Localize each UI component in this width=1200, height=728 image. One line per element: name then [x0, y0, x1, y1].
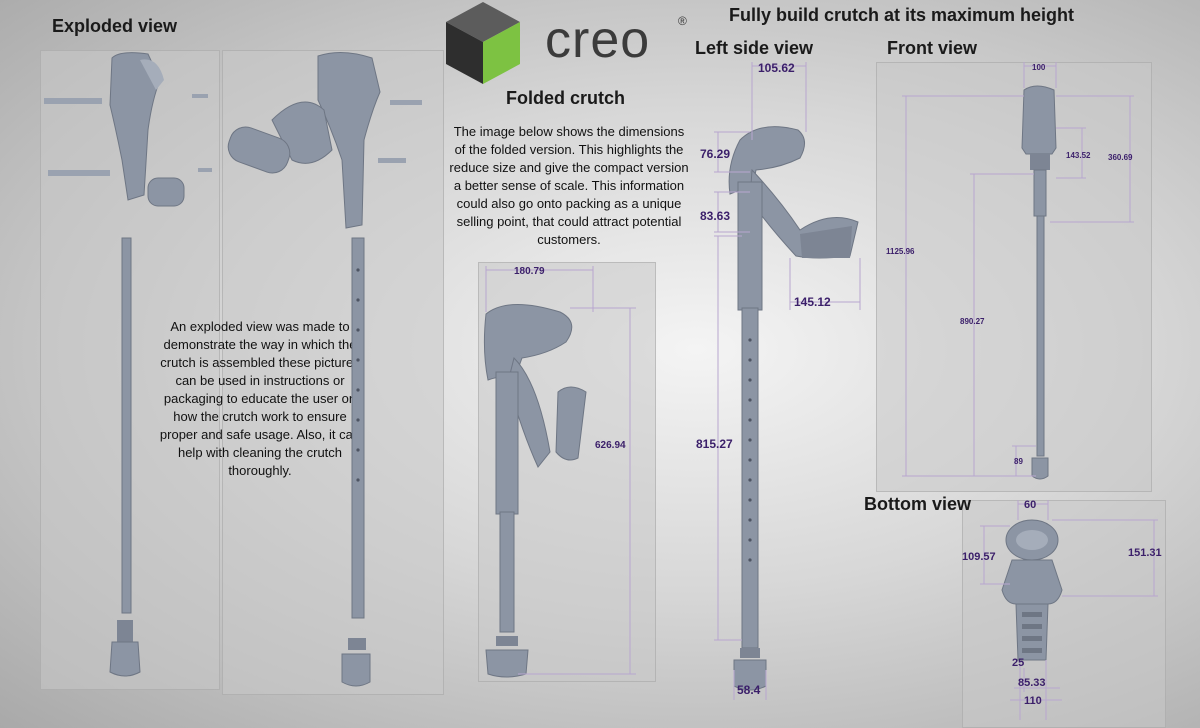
left-side-view-heading: Left side view — [695, 38, 814, 58]
creo-cube-logo — [446, 2, 520, 84]
folded-crutch-drawing — [483, 303, 587, 678]
exploded-crutch-left — [44, 52, 212, 677]
left-height-label: 815.27 — [696, 437, 733, 451]
creo-registered-mark: ® — [678, 14, 687, 28]
left-top-width-label: 105.62 — [758, 61, 795, 75]
front-cuff-label: 143.52 — [1066, 151, 1091, 160]
creo-logo-text: creo — [545, 11, 651, 69]
bottom-inner-label: 25 — [1012, 657, 1024, 669]
exploded-view-heading: Exploded view — [52, 16, 178, 36]
bottom-panel — [962, 500, 1166, 728]
bottom-side-left-label: 109.57 — [962, 551, 996, 563]
left-tip-label: 58.4 — [737, 683, 761, 697]
front-top-width-label: 100 — [1032, 63, 1046, 72]
folded-width-label: 180.79 — [514, 266, 545, 277]
front-view-heading: Front view — [887, 38, 978, 58]
front-panel — [876, 62, 1152, 492]
front-total-label: 1125.96 — [886, 247, 915, 256]
front-shaft-label: 890.27 — [960, 317, 985, 326]
left-cuff-label: 76.29 — [700, 147, 730, 161]
left-side-dimensions: 105.62 76.29 83.63 145.12 815.27 58.4 — [696, 61, 861, 700]
front-dimensions: 100 143.52 360.69 1125.96 890.27 89 — [886, 62, 1134, 477]
exploded-crutch-right — [227, 52, 422, 687]
bottom-span-label: 85.33 — [1018, 677, 1046, 689]
bottom-view-heading: Bottom view — [864, 494, 972, 514]
bottom-dimensions: 60 109.57 151.31 25 85.33 110 — [962, 499, 1162, 720]
folded-height-label: 626.94 — [595, 440, 626, 451]
front-tip-label: 89 — [1014, 457, 1023, 466]
folded-crutch-heading: Folded crutch — [506, 88, 626, 108]
left-handle-drop-label: 83.63 — [700, 209, 730, 223]
bottom-total-label: 110 — [1024, 695, 1042, 707]
bottom-view-drawing — [1001, 519, 1063, 661]
exploded-description: An exploded view was made to demonstrate… — [159, 319, 361, 478]
bottom-width-label: 60 — [1024, 499, 1036, 511]
folded-description: The image below shows the dimensions of … — [449, 124, 689, 247]
front-upper-label: 360.69 — [1108, 153, 1133, 162]
front-crutch-drawing — [1021, 85, 1057, 480]
full-title-heading: Fully build crutch at its maximum height — [729, 5, 1075, 25]
left-handle-length-label: 145.12 — [794, 295, 831, 309]
bottom-side-right-label: 151.31 — [1128, 547, 1162, 559]
left-side-crutch-drawing — [728, 126, 859, 691]
folded-dimensions: 180.79 626.94 — [485, 266, 636, 675]
